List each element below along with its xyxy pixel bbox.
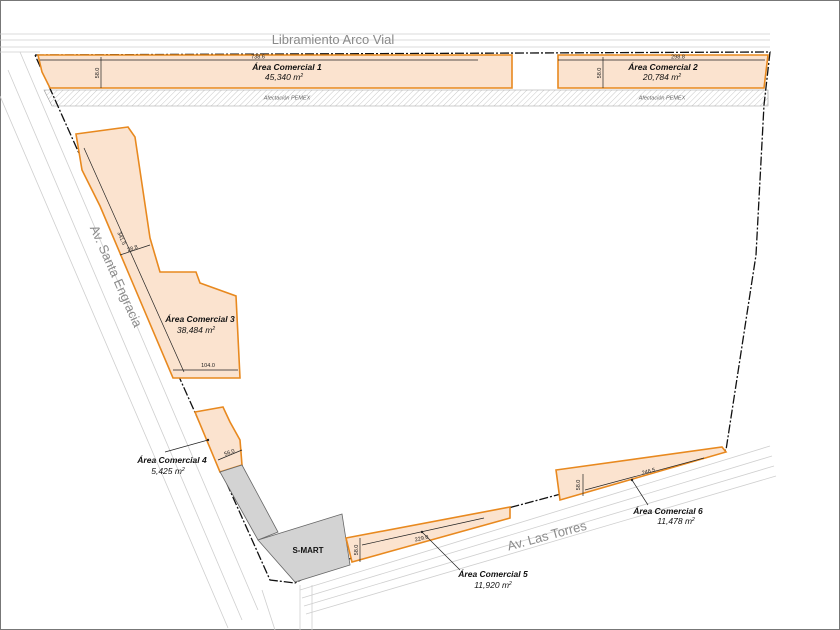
dim-label-ac2-length: 298.8 <box>671 55 685 61</box>
lot-area-ac1: 45,340 m2 <box>265 72 303 82</box>
pemex-easement <box>43 89 769 107</box>
road-south <box>261 445 777 630</box>
building-pad-north <box>219 464 279 541</box>
road-label-north: Libramiento Arco Vial <box>272 32 395 47</box>
easement-label-2: Afectación PEMEX <box>638 96 686 102</box>
dim-label-ac4-width: 56.0 <box>224 448 236 457</box>
smart-label: S-MART <box>292 546 323 555</box>
dim-label-ac1-depth: 58.0 <box>95 68 101 79</box>
lot-area-comercial-1[interactable]: 738.6 58.0 Área Comercial 1 45,340 m2 <box>36 54 513 89</box>
lot-title-ac5: Área Comercial 5 <box>457 569 528 579</box>
lot-area-comercial-5[interactable]: 229.0 58.0 Área Comercial 5 11,920 m2 <box>345 506 528 590</box>
smart-anchor-building[interactable]: S-MART <box>257 513 351 583</box>
dim-label-ac6-depth: 58.0 <box>576 480 582 491</box>
road-north <box>0 33 770 53</box>
dim-label-ac3-width: 28.8 <box>127 245 139 254</box>
lot-area-comercial-3[interactable]: 341.5 28.8 104.0 Área Comercial 3 38,484… <box>75 126 241 379</box>
dim-label-ac2-depth: 58.0 <box>597 68 603 79</box>
lot-area-comercial-6[interactable]: 246.5 58.0 Área Comercial 6 11,478 m2 <box>555 446 728 526</box>
lot-title-ac3: Área Comercial 3 <box>164 314 235 324</box>
lot-area-ac6: 11,478 m2 <box>657 516 695 526</box>
leader-ac5 <box>421 531 461 571</box>
dim-label-ac5-length: 229.0 <box>414 535 429 544</box>
dim-label-ac5-depth: 58.0 <box>354 545 360 556</box>
easement-label-1: Afectación PEMEX <box>263 96 311 102</box>
lot-title-ac1: Área Comercial 1 <box>251 62 322 72</box>
leader-ac6 <box>631 479 649 506</box>
leader-ac4 <box>164 439 209 453</box>
lot-area-comercial-4[interactable]: 56.0 Área Comercial 4 5,425 m2 <box>136 406 243 476</box>
lot-title-ac4: Área Comercial 4 <box>136 455 207 465</box>
dim-label-ac1-length: 738.6 <box>251 55 265 61</box>
road-west <box>0 51 259 629</box>
lot-area-ac5: 11,920 m2 <box>474 580 512 590</box>
lot-area-ac2: 20,784 m2 <box>642 72 681 82</box>
site-boundary <box>33 51 771 584</box>
lot-area-comercial-2[interactable]: 298.8 58.0 Área Comercial 2 20,784 m2 <box>557 54 769 89</box>
dim-label-ac3-length: 341.5 <box>115 231 126 246</box>
lot-area-ac4: 5,425 m2 <box>151 466 185 476</box>
lot-title-ac2: Área Comercial 2 <box>627 62 698 72</box>
dim-label-ac3-base: 104.0 <box>201 363 215 369</box>
dim-label-ac6-length: 246.5 <box>641 467 656 476</box>
lot-title-ac6: Área Comercial 6 <box>632 506 703 516</box>
lot-area-ac3: 38,484 m2 <box>177 325 215 335</box>
